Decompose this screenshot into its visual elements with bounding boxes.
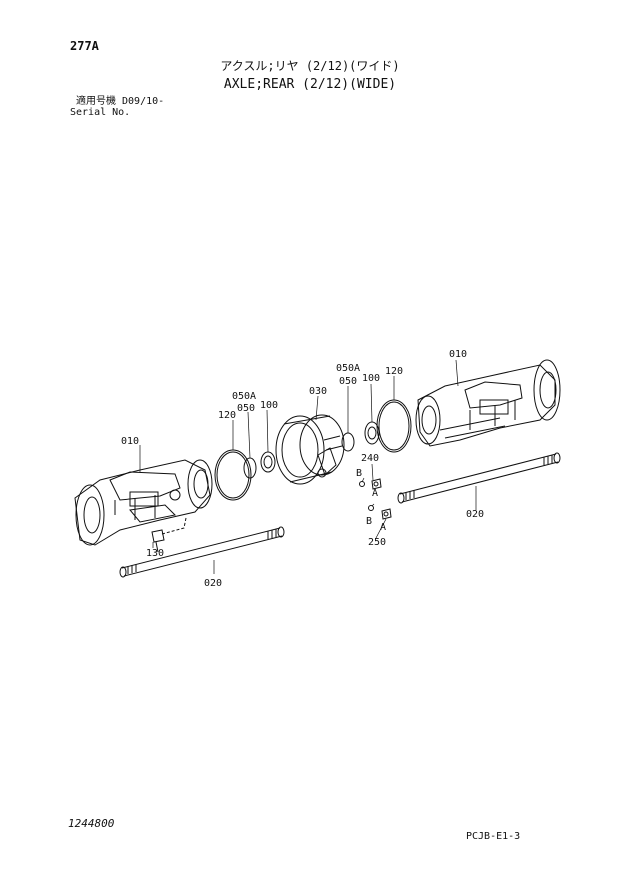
label-250: 250 xyxy=(368,537,386,548)
right-axle-shaft xyxy=(397,452,561,504)
label-240: 240 xyxy=(361,453,379,464)
serial-label-japanese: 適用号機 D09/10- xyxy=(76,96,165,107)
label-020-left: 020 xyxy=(204,578,222,589)
bearing-100-left xyxy=(260,451,276,473)
differential-carrier-030 xyxy=(275,414,345,485)
label-010-left: 010 xyxy=(121,436,139,447)
label-010-right: 010 xyxy=(449,349,467,360)
title-english: AXLE;REAR (2/12)(WIDE) xyxy=(223,77,397,92)
label-050a-left: 050A xyxy=(232,391,256,402)
label-020-right: 020 xyxy=(466,509,484,520)
label-050-right: 050 xyxy=(339,376,357,387)
o-ring-120-right xyxy=(376,399,412,453)
left-axle-housing xyxy=(74,459,213,546)
label-050-left: 050 xyxy=(237,403,255,414)
ref-a-lower: A xyxy=(380,522,386,533)
label-130: 130 xyxy=(146,548,164,559)
label-120-right: 120 xyxy=(385,366,403,377)
ref-b-lower: B xyxy=(366,516,372,527)
label-030: 030 xyxy=(309,386,327,397)
ref-a-upper: A xyxy=(372,488,378,499)
left-axle-shaft xyxy=(119,526,285,578)
leader-lines xyxy=(139,359,477,574)
bolt-130 xyxy=(151,517,187,553)
ref-b-upper: B xyxy=(356,468,362,479)
plug-250 xyxy=(368,505,392,520)
page-code: 277A xyxy=(70,39,99,53)
label-100-right: 100 xyxy=(362,373,380,384)
label-100-left: 100 xyxy=(260,400,278,411)
label-120-left: 120 xyxy=(218,410,236,421)
right-axle-housing xyxy=(415,359,561,447)
label-050a-right: 050A xyxy=(336,363,360,374)
sheet-code: PCJB-E1-3 xyxy=(466,831,521,842)
serial-label-english: Serial No. xyxy=(70,107,131,118)
title-japanese: アクスル;リヤ (2/12)(ワイド) xyxy=(220,59,400,73)
drawing-number: 1244800 xyxy=(68,817,115,830)
